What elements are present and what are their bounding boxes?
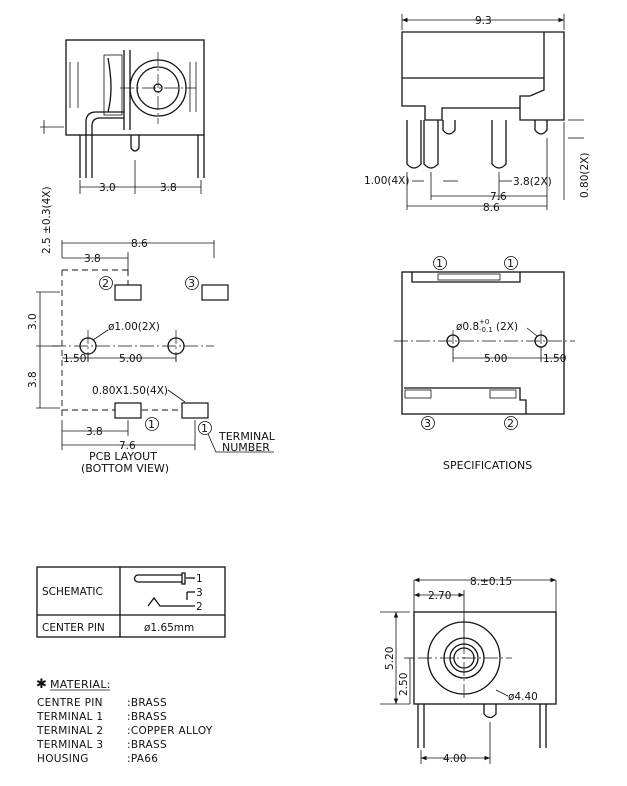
front-dim-2-50: 2.50 xyxy=(398,673,410,696)
pcb-dim-5-00: 5.00 xyxy=(119,353,142,365)
pcb-dim-7-6: 7.6 xyxy=(119,440,136,452)
pcb-dim-3-8-bottom: 3.8 xyxy=(86,426,103,438)
schematic-table: SCHEMATIC CENTER PIN ø1.65mm 1 3 2 xyxy=(36,566,226,638)
schematic-pin-symbol xyxy=(133,574,182,583)
pcb-pad-1b xyxy=(181,402,209,419)
spec-pin-marker-tr xyxy=(504,256,518,270)
material-title: MATERIAL: xyxy=(50,678,111,691)
pcb-dim-8-6: 8.6 xyxy=(131,238,148,250)
spec-pad-bl xyxy=(404,389,432,399)
front-dim-width: 8.±0.15 xyxy=(470,576,512,588)
schematic-switch-symbol xyxy=(147,596,195,607)
spec-count: (2X) xyxy=(496,321,518,333)
pcb-dim-pad: 0.80X1.50(4X) xyxy=(92,385,168,397)
material-star: ✱ xyxy=(36,677,47,692)
pcb-pin-marker-3 xyxy=(185,276,199,290)
schematic-pin-1: 1 xyxy=(196,573,203,585)
pcb-dim-1-50: 1.50 xyxy=(63,353,86,365)
pcb-pad-1a xyxy=(114,402,142,419)
front-dim-5-20: 5.20 xyxy=(384,647,396,670)
side-inner-slot xyxy=(103,54,123,116)
schematic-pin-3: 3 xyxy=(196,587,203,599)
legend-pin-marker xyxy=(198,421,212,435)
legend-pin-1: 1 xyxy=(201,422,208,435)
side-view: 3.0 3.8 2.5 ±0.3(4X) xyxy=(40,39,205,254)
top-dim-7-6: 7.6 xyxy=(490,191,507,203)
spec-tol-minus: -0.1 xyxy=(479,326,493,334)
spec-pad-top xyxy=(437,273,501,281)
pcb-layout: 8.6 3.8 3.0 3.8 2 3 1 ø1.00(2X) xyxy=(27,238,276,475)
spec-pin-bottom-left: 3 xyxy=(424,417,431,430)
spec-pin-top-right: 1 xyxy=(507,257,514,270)
top-body-outline xyxy=(401,31,565,121)
material-part: HOUSING xyxy=(37,753,89,765)
pcb-pad-3 xyxy=(201,284,229,301)
material-part: TERMINAL 2 xyxy=(36,725,103,737)
pcb-pad-2 xyxy=(114,284,142,301)
pcb-pin-marker-2 xyxy=(99,276,113,290)
spec-body xyxy=(401,271,565,415)
pcb-pin-marker-1 xyxy=(145,417,159,431)
material-part: TERMINAL 1 xyxy=(36,711,103,723)
pcb-caption-1: PCB LAYOUT xyxy=(89,450,157,463)
spec-pad-br xyxy=(489,389,517,399)
material-value: :BRASS xyxy=(127,711,167,723)
top-view: 9.3 1.00(4X) 3.8(2X) 7.6 8.6 0.80(2X) xyxy=(364,14,591,214)
center-pin-label: CENTER PIN xyxy=(42,622,105,634)
top-dim-3-8: 3.8(2X) xyxy=(513,176,552,188)
pcb-caption-2: (BOTTOM VIEW) xyxy=(81,462,169,475)
top-dim-1-00: 1.00(4X) xyxy=(364,175,409,187)
spec-pin-marker-tl xyxy=(433,256,447,270)
front-dim-4-00: 4.00 xyxy=(443,753,466,765)
schematic-pin-2: 2 xyxy=(196,601,203,613)
side-housing xyxy=(65,39,205,136)
spec-tol-plus: +0 xyxy=(479,318,489,326)
material-part: CENTRE PIN xyxy=(37,697,103,709)
side-dim-3-8: 3.8 xyxy=(160,182,177,194)
schematic-label: SCHEMATIC xyxy=(42,586,103,598)
specifications-view: ø0.8 +0 -0.1 (2X) 5.00 1.50 1 1 3 2 SPEC… xyxy=(394,256,575,472)
side-dim-2-5: 2.5 ±0.3(4X) xyxy=(41,186,53,254)
material-part: TERMINAL 3 xyxy=(36,739,103,751)
spec-hole-label: ø0.8 xyxy=(456,321,479,333)
spec-dim-5-00: 5.00 xyxy=(484,353,507,365)
pcb-pin-1: 1 xyxy=(148,418,155,431)
front-dim-4-40: ø4.40 xyxy=(508,691,538,703)
pcb-dim-3-8-side: 3.8 xyxy=(27,371,39,388)
pcb-dim-3-0: 3.0 xyxy=(27,313,39,330)
center-pin-value: ø1.65mm xyxy=(144,622,194,634)
front-dim-2-70: 2.70 xyxy=(428,590,451,602)
spec-dim-1-50: 1.50 xyxy=(543,353,566,365)
pcb-pin-2: 2 xyxy=(102,277,109,290)
pcb-dim-hole: ø1.00(2X) xyxy=(108,321,160,333)
top-dim-8-6: 8.6 xyxy=(483,202,500,214)
materials-list: ✱ MATERIAL: CENTRE PIN :BRASS TERMINAL 1… xyxy=(36,677,213,765)
spec-pin-marker-bl xyxy=(421,416,435,430)
pcb-dim-3-8-top: 3.8 xyxy=(84,253,101,265)
pcb-pin-3: 3 xyxy=(188,277,195,290)
spec-pin-marker-br xyxy=(504,416,518,430)
spec-pin-bottom-right: 2 xyxy=(507,417,514,430)
spec-caption: SPECIFICATIONS xyxy=(443,459,532,472)
top-dim-9-3: 9.3 xyxy=(475,15,492,27)
material-value: :BRASS xyxy=(127,697,167,709)
terminal-label-1: TERMINAL xyxy=(218,430,276,443)
front-view: 8.±0.15 2.70 ø4.40 5.20 2.50 4.00 xyxy=(380,576,557,765)
terminal-label-2: NUMBER xyxy=(222,441,270,454)
material-value: :COPPER ALLOY xyxy=(127,725,213,737)
side-dim-3-0: 3.0 xyxy=(99,182,116,194)
material-value: :PA66 xyxy=(127,753,158,765)
top-dim-0-80: 0.80(2X) xyxy=(579,153,591,198)
material-value: :BRASS xyxy=(127,739,167,751)
spec-pin-top-left: 1 xyxy=(436,257,443,270)
